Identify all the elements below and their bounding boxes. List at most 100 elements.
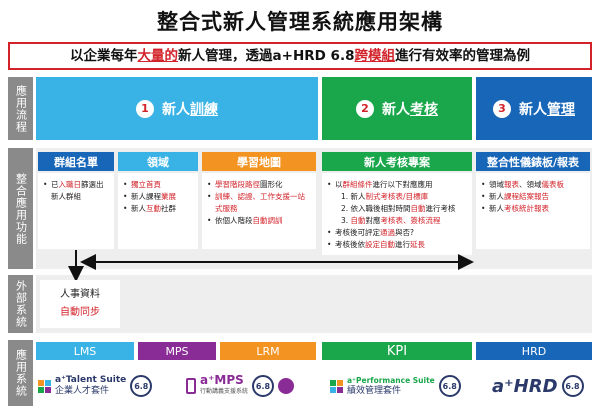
system-kpi: KPI: [322, 342, 472, 360]
item-text: 圖形化: [260, 180, 283, 189]
highlight-text: 報表: [504, 180, 519, 189]
stage-training: 1 新人訓練: [36, 77, 318, 140]
item-text: 與否?: [395, 228, 414, 237]
goal-banner: 以企業每年大量的新人管理，透過a+HRD 6.8跨模組進行有效率的管理為例: [8, 42, 592, 70]
logo-subtitle: 績效管理套件: [347, 386, 402, 396]
list-item: 新人課程業展: [123, 191, 193, 203]
list-item: 領域報表、領域儀表板: [481, 179, 585, 191]
item-text: 3.: [341, 216, 351, 225]
step-number-badge: 3: [493, 99, 511, 118]
module-header-group-list: 群組名單: [38, 152, 114, 171]
highlight-text: 群組條件: [342, 180, 373, 189]
item-text: 領域: [489, 180, 504, 189]
highlight-text: 制式考核表/目標庫: [365, 192, 429, 201]
row-label-integrated-functions: 整合應用功能: [8, 148, 33, 269]
highlight-text: 延長: [410, 240, 425, 249]
list-item: 以群組條件進行以下對應應用: [327, 179, 467, 191]
highlight-text: 考核統計報表: [504, 204, 549, 213]
highlight-text: 課程結案報告: [504, 192, 549, 201]
list-item: 學習階段路徑圖形化: [207, 179, 311, 191]
page-title: 整合式新人管理系統應用架構: [157, 10, 443, 34]
item-text: 新人: [131, 204, 146, 213]
stage-label: 管理: [547, 101, 575, 118]
item-text: 以: [335, 180, 343, 189]
module-header-learning-map: 學習地圖: [202, 152, 316, 171]
highlight-text: 訓練、認證、工作支援一站式服務: [215, 192, 305, 213]
list-item: 考核後可評定通過與否?: [327, 227, 467, 239]
highlight-text: 入職日: [58, 180, 82, 189]
logo-brand: a⁺HRD: [492, 375, 558, 397]
system-hrd: HRD: [476, 342, 592, 360]
list-item: 1. 新人制式考核表/目標庫: [327, 191, 467, 203]
item-text: 2. 依入職後相對時間: [341, 204, 411, 213]
banner-text: 進行有效率的管理為例: [394, 48, 530, 64]
item-text: 篩選出新人群組: [51, 180, 104, 201]
stage-label: 考核: [410, 101, 438, 118]
external-area: [36, 275, 592, 333]
talent-suite-logo: a⁺Talent Suite 企業人才套件 6.8: [38, 372, 178, 400]
list-item: 獨立首頁: [123, 179, 193, 191]
hr-sync-box: 人事資料 自動同步: [40, 280, 120, 328]
mps-logo: a⁺MPS 行動講義支援系統 6.8: [186, 372, 312, 400]
logo-brand: a⁺Talent Suite: [55, 375, 127, 385]
item-text: 1. 新人: [341, 192, 366, 201]
logo-brand: a⁺MPS: [200, 373, 244, 387]
item-text: 新人: [489, 204, 504, 213]
step-number-badge: 1: [136, 99, 154, 118]
item-text: 考核後可評定: [335, 228, 380, 237]
module-header-assessment: 新人考核專案: [322, 152, 472, 171]
highlight-text: 儀表板: [541, 180, 565, 189]
row-label-application-flow: 應用流程: [8, 77, 33, 140]
system-lms: LMS: [36, 342, 134, 360]
dashboard-card: 領域報表、領域儀表板新人課程結案報告新人考核統計報表: [476, 173, 590, 249]
version-badge: 6.8: [561, 375, 584, 397]
highlight-text: 學習階段路徑: [215, 180, 260, 189]
highlight-text: 業展: [161, 192, 176, 201]
logo-subtitle: 企業人才套件: [55, 386, 110, 396]
performance-suite-logo: a⁺Performance Suite 績效管理套件 6.8: [330, 372, 470, 400]
highlight-text: 互動: [146, 204, 161, 213]
stage-label: 新人: [519, 101, 547, 118]
highlight-text: 考核表、簽核流程: [380, 216, 441, 225]
stage-management: 3 新人管理: [476, 77, 592, 140]
list-item: 依個人階段自動調訓: [207, 215, 311, 227]
highlight-text: 自動: [350, 216, 366, 225]
item-text: 進行以下對應應用: [372, 180, 433, 189]
banner-text: 以企業每年: [70, 48, 138, 64]
stage-assessment: 2 新人考核: [322, 77, 472, 140]
stage-label: 新人: [162, 101, 190, 118]
highlight-text: 獨立首頁: [131, 180, 161, 189]
banner-highlight: 跨模組: [354, 48, 395, 64]
item-text: 、領域: [519, 180, 542, 189]
hr-data-label: 人事資料: [60, 289, 100, 300]
group-list-card: 已入職日篩選出新人群組: [38, 173, 114, 249]
item-text: 已: [51, 180, 59, 189]
item-text: 進行: [395, 240, 410, 249]
item-text: 進行考核: [425, 204, 456, 213]
item-text: 社群: [161, 204, 176, 213]
step-number-badge: 2: [356, 99, 374, 118]
logo-squares-icon: [38, 379, 51, 393]
stage-label: 新人: [382, 101, 410, 118]
module-header-domain: 領域: [118, 152, 198, 171]
list-item: 3. 自動對應考核表、簽核流程: [327, 215, 467, 227]
domain-card: 獨立首頁新人課程業展新人互動社群: [118, 173, 198, 249]
logo-subtitle: 行動講義支援系統: [200, 388, 249, 395]
banner-highlight: 大量的: [137, 48, 179, 64]
version-badge: 6.8: [252, 375, 275, 397]
phone-icon: [186, 378, 196, 394]
row-label-application-systems: 應用系統: [8, 340, 33, 406]
list-item: 2. 依入職後相對時間自動進行考核: [327, 203, 467, 215]
list-item: 考核後依設定自動進行延長: [327, 239, 467, 251]
system-mps: MPS: [138, 342, 216, 360]
version-badge: 6.8: [438, 375, 461, 397]
hrd-logo: a⁺HRD 6.8: [492, 372, 592, 400]
highlight-text: 自動: [410, 204, 426, 213]
highlight-text: 通過: [380, 228, 395, 237]
system-lrm: LRM: [220, 342, 316, 360]
list-item: 新人課程結案報告: [481, 191, 585, 203]
highlight-text: 自動調訓: [252, 216, 283, 225]
highlight-text: 設定自動: [365, 240, 395, 249]
